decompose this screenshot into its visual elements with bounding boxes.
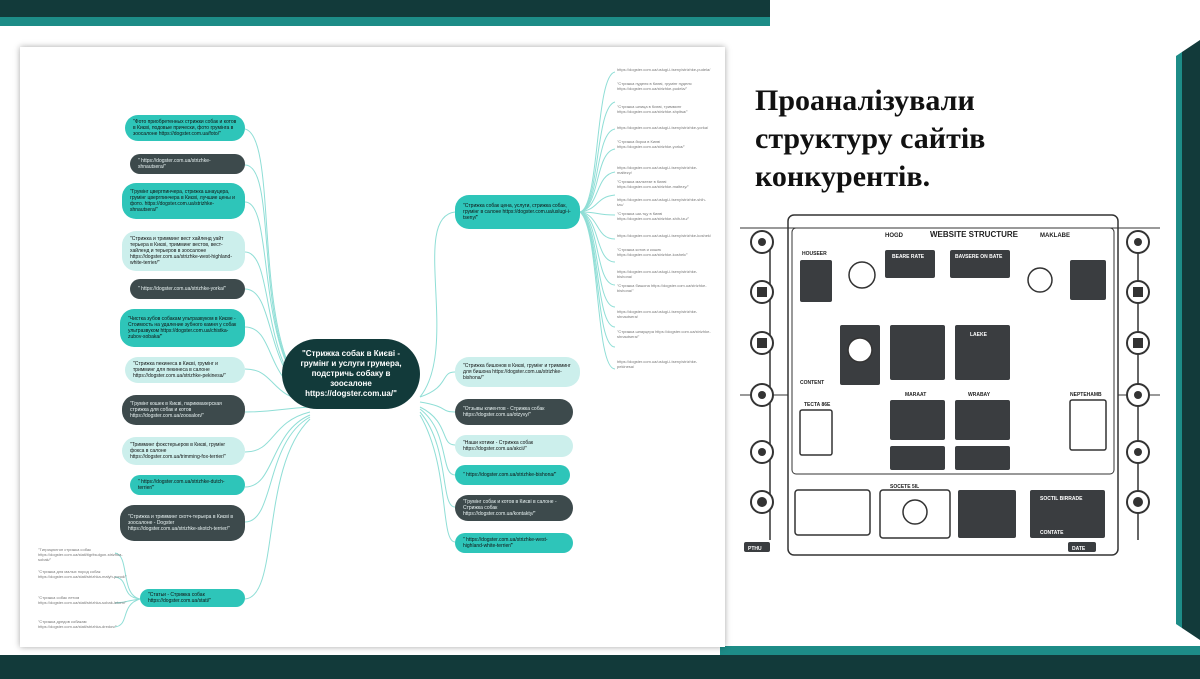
mindmap-leaf: https://dogster.com.ua/uslugi-i-tseny/st…	[617, 269, 698, 279]
mindmap-right-node: "Стрижка бишонов в Києві, грумінг и трим…	[455, 357, 580, 387]
mindmap-leaf: "Тигрицюлгон стрижка собак https://dogst…	[38, 547, 123, 562]
mindmap-left-node: " https://dogster.com.ua/strizhke-dutch-…	[130, 475, 245, 495]
ws-label: MARAAT	[905, 392, 926, 398]
mindmap-leaf: https://dogster.com.ua/uslugi-i-tseny/st…	[617, 197, 706, 207]
mindmap-leaf: "Стрижка ши-тцу в Києві https://dogster.…	[617, 211, 690, 221]
ws-label: NEPTEHAMB	[1070, 392, 1102, 398]
mindmap-leaf: "Стрижка собак летом https://dogster.com…	[38, 595, 127, 605]
bottom-teal-band	[720, 646, 1200, 655]
mindmap-center-node: "Стрижка собак в Києві - грумінг и услуг…	[282, 339, 420, 409]
mindmap-leaf: "Стрижка пуделя в Києві, грумінг пуделя …	[617, 81, 692, 91]
right-frame-decoration	[1176, 40, 1200, 640]
mindmap-leaf: https://dogster.com.ua/uslugi-i-tseny/st…	[617, 67, 711, 72]
mindmap-right-node: " https://dogster.com.ua/strizhke-west-h…	[455, 533, 573, 553]
website-structure-diagram: HOGD WEBSITE STRUCTURE MAKLABE	[740, 214, 1160, 556]
ws-label: CONTENT	[800, 380, 824, 386]
mindmap-left-node: "Стрижка и тримминг скотч-терьера в Києв…	[120, 505, 245, 541]
ws-label: SOCETE 5IL	[890, 484, 919, 490]
mindmap-leaf: "Стрижка мальтезе в Києві https://dogste…	[617, 179, 689, 189]
ws-label: SOCTIL BIRRADE	[1040, 496, 1083, 502]
mindmap-leaf: "Стрижка бишона https://dogster.com.ua/s…	[617, 283, 707, 293]
mindmap-right-node: "Грумінг собак и котов в Києві в салоне …	[455, 495, 573, 521]
ws-label: LAEKE	[970, 332, 988, 338]
ws-label: DATE	[1072, 546, 1086, 552]
ws-label: HOUSEER	[802, 251, 827, 257]
ws-label: BEARE RATE	[892, 254, 925, 260]
mindmap-left-node: " https://dogster.com.ua/strizhke-shnaut…	[130, 154, 245, 174]
mindmap-left-node: "Тримминг фокстерьеров в Києві, грумінг …	[122, 437, 245, 465]
mindmap-leaf: "Стрижка дредов собакам https://dogster.…	[38, 619, 117, 629]
slide-title: Проаналізували структуру сайтів конкурен…	[755, 84, 986, 193]
mindmap-left-node: "Стрижка и тримминг вест хайленд уайт те…	[122, 231, 245, 271]
ws-label: TECTA 86E	[804, 402, 831, 408]
mindmap-leaf: https://dogster.com.ua/uslugi-i-tseny/st…	[617, 359, 698, 369]
mindmap-left-node: "Статьи - Стрижка собак https://dogster.…	[140, 589, 245, 607]
mindmap-left-node: "Стрижка пекинеса в Києві, грумінг и три…	[125, 357, 245, 383]
top-teal-band	[0, 17, 770, 26]
ws-label: WRABAY	[968, 392, 991, 398]
bottom-dark-band	[0, 655, 1200, 679]
mindmap-leaf: "Стрижка котов и кошек https://dogster.c…	[617, 247, 688, 257]
top-band-notch	[770, 0, 1200, 17]
mindmap-connectors	[114, 71, 616, 628]
mindmap-leaf: "Стрижка йорка в Києві https://dogster.c…	[617, 139, 685, 149]
mindmap-left-node: "Грумінг цвергпинчера, стрижка шнауцера,…	[122, 183, 245, 219]
mindmap-right-node: "Стрижка собак цена, услуги, стрижка соб…	[455, 195, 580, 229]
mindmap-leaf: https://dogster.com.ua/uslugi-i-tseny/st…	[617, 309, 698, 319]
ws-label: BAVSERE ON BATE	[955, 254, 1003, 260]
mindmap-leaf: https://dogster.com.ua/uslugi-i-tseny/st…	[617, 165, 698, 175]
ws-label: PTHU	[748, 546, 762, 552]
mindmap-leaf: https://dogster.com.ua/uslugi-i-tseny/st…	[617, 125, 709, 130]
mindmap-left-node: "Чистка зубов собакам ультразвуком в Киє…	[120, 309, 245, 347]
ws-label: CONTATE	[1040, 530, 1064, 536]
mindmap-leaf: "Стрижка для малых пород собак https://d…	[38, 569, 127, 579]
mindmap-leaf: "Стрижка шпица в Києві, тримминг https:/…	[617, 104, 688, 114]
mindmap-left-node: "Фото приобретенных стрижки собак и кото…	[125, 115, 245, 141]
mindmap-left-node: "Грумінг кошек в Києві, парикмахерская с…	[122, 395, 245, 425]
mindmap-right-node: " https://dogster.com.ua/strizhke-bishon…	[455, 465, 570, 485]
mindmap-left-node: " https://dogster.com.ua/strizhke-yorka/…	[130, 279, 245, 299]
mindmap-leaf: "Стрижка шнауцера https://dogster.com.ua…	[617, 329, 711, 339]
mindmap-leaf: https://dogster.com.ua/uslugi-i-tseny/st…	[617, 233, 712, 238]
ws-label: MAKLABE	[1040, 233, 1070, 239]
ws-label: HOGD	[885, 233, 904, 239]
mindmap-right-node: "Отзывы клиентов - Стрижка собак https:/…	[455, 399, 573, 425]
mindmap-right-node: "Наши котики - Стрижка собак https://dog…	[455, 435, 573, 457]
mindmap-panel: "Стрижка собак в Києві - грумінг и услуг…	[20, 47, 725, 647]
ws-title: WEBSITE STRUCTURE	[930, 230, 1019, 239]
